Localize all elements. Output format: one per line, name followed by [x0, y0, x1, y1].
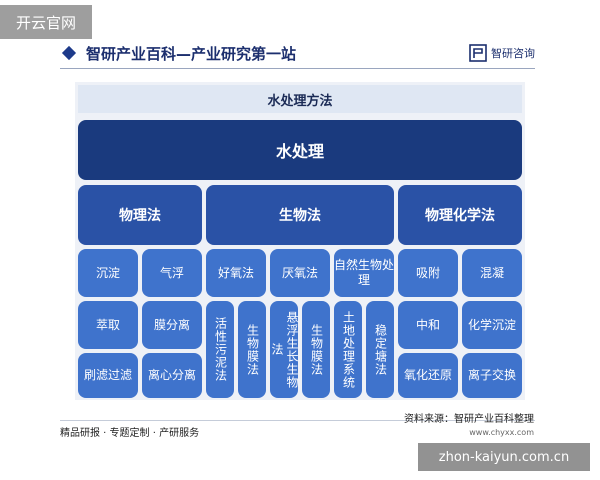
category-biological: 生物法: [206, 185, 394, 245]
leaf-bio-vert-3: 悬浮生长生物法: [270, 301, 299, 398]
leaf-physical-5: 刷滤过滤: [78, 353, 138, 398]
watermark-bottom: zhon-kaiyun.com.cn: [418, 443, 590, 471]
leaf-physical-6: 离心分离: [142, 353, 202, 398]
leaf-bio-vert-5: 土地处理系统: [334, 301, 362, 398]
diagram-subtitle: 水处理方法: [78, 85, 522, 113]
leaf-anaerobic: 厌氧法: [270, 249, 330, 297]
leaf-physchem-5: 氧化还原: [398, 353, 458, 398]
leaf-physical-2: 气浮: [142, 249, 202, 297]
page-title: 智研产业百科—产业研究第一站: [86, 45, 297, 63]
leaf-physchem-2: 混凝: [462, 249, 522, 297]
leaf-physchem-1: 吸附: [398, 249, 458, 297]
leaf-natural-bio: 自然生物处理: [334, 249, 394, 297]
category-physicochemical: 物理化学法: [398, 185, 522, 245]
leaf-physical-1: 沉淀: [78, 249, 138, 297]
leaf-bio-vert-1: 活性污泥法: [206, 301, 234, 398]
watermark-top: 开云官网: [0, 5, 92, 39]
leaf-bio-vert-2: 生物膜法: [238, 301, 266, 398]
leaf-bio-vert-4: 生物膜法: [302, 301, 330, 398]
brand-logo-icon: [469, 44, 487, 62]
footer-tagline: 精品研报 · 专题定制 · 产研服务: [60, 428, 200, 439]
diamond-icon: [61, 45, 77, 61]
brand-name: 智研咨询: [491, 47, 535, 60]
header: 智研产业百科—产业研究第一站 智研咨询: [60, 42, 535, 66]
leaf-bio-vert-6: 稳定塘法: [366, 301, 394, 398]
footer-divider: [60, 420, 535, 421]
footer-source: 资料来源：智研产业百科整理 www.chyxx.com: [404, 413, 534, 439]
source-text: 资料来源：智研产业百科整理: [404, 414, 534, 425]
header-divider: [60, 68, 535, 69]
category-physical: 物理法: [78, 185, 202, 245]
root-node: 水处理: [78, 120, 522, 180]
leaf-physchem-6: 离子交换: [462, 353, 522, 398]
leaf-physchem-4: 化学沉淀: [462, 301, 522, 349]
leaf-physical-4: 膜分离: [142, 301, 202, 349]
leaf-aerobic: 好氧法: [206, 249, 266, 297]
source-url: www.chyxx.com: [469, 428, 534, 437]
brand: 智研咨询: [469, 44, 535, 62]
leaf-physchem-3: 中和: [398, 301, 458, 349]
leaf-physical-3: 萃取: [78, 301, 138, 349]
water-treatment-diagram: 水处理方法 水处理 物理法 生物法 物理化学法 沉淀 气浮 萃取 膜分离 刷滤过…: [75, 82, 525, 400]
